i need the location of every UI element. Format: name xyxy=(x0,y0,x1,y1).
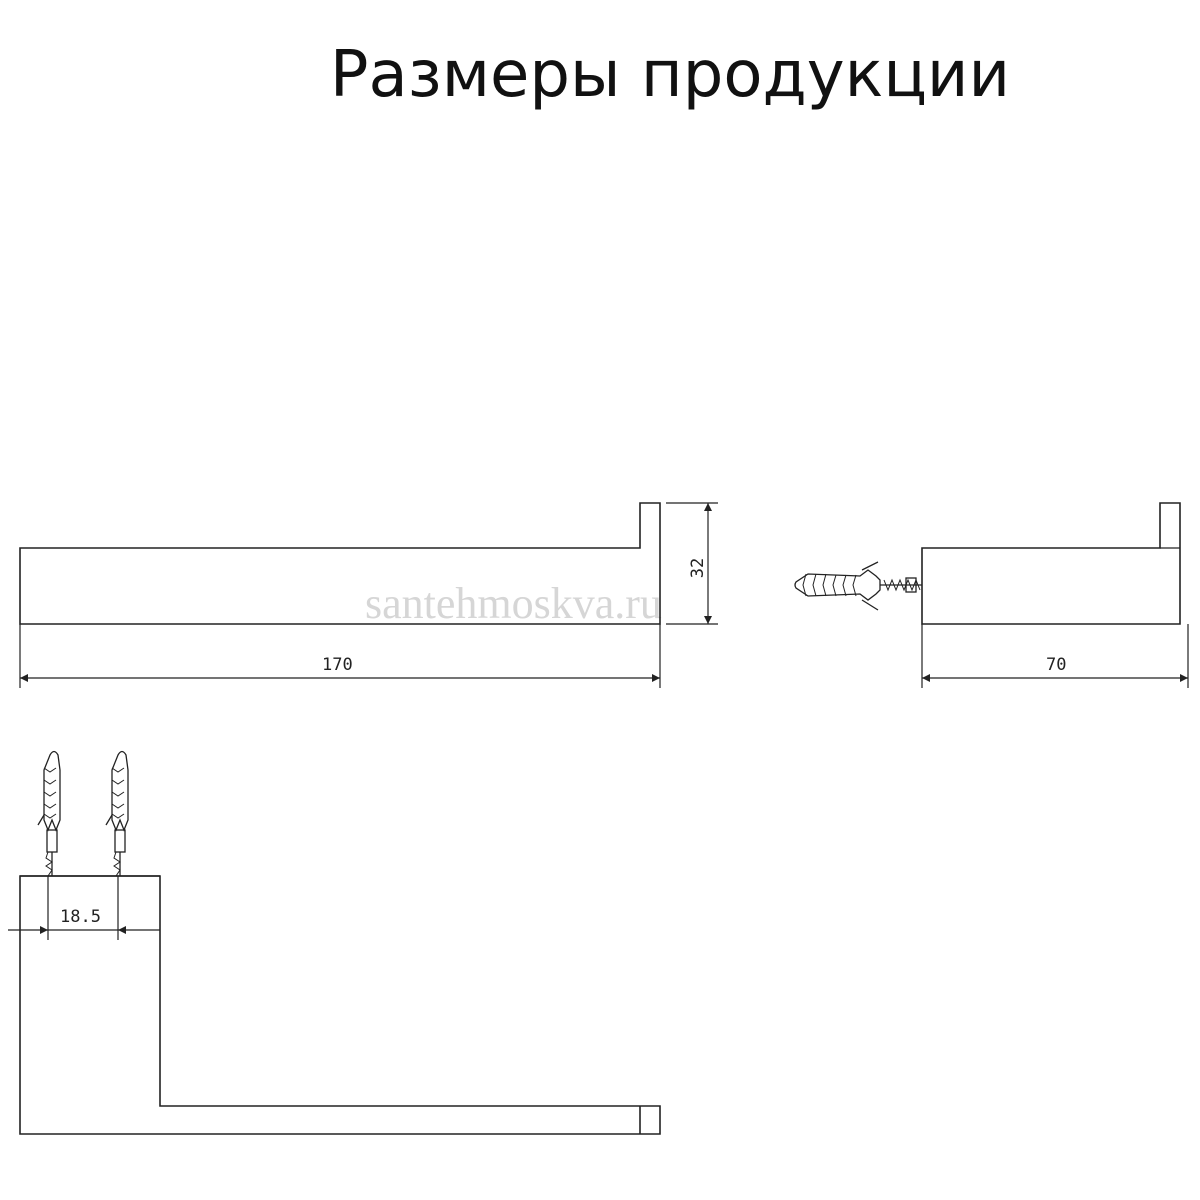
front-view xyxy=(19,502,718,688)
plan-view xyxy=(20,832,640,876)
l-bracket-top xyxy=(20,832,640,876)
side-view xyxy=(921,502,1189,688)
bottom-plan xyxy=(19,875,661,1135)
hole-spacing-dimension xyxy=(8,876,160,940)
bottom-view xyxy=(20,832,640,876)
depth-dimension-label: 70 xyxy=(1046,655,1066,675)
side-view-outline xyxy=(921,502,1181,625)
wall-plug-right-icon xyxy=(105,750,129,877)
page-title: Размеры продукции xyxy=(329,38,1011,112)
top-view-drawing xyxy=(20,832,640,876)
bottom-view-profile xyxy=(19,875,661,1135)
plan-view-outline xyxy=(20,832,640,876)
length-dimension-label: 170 xyxy=(322,655,353,675)
watermark-text: santehmoskva.ru xyxy=(365,579,662,628)
wall-plug-icon xyxy=(794,561,922,611)
bottom-view-outline xyxy=(20,832,640,876)
bottom-view-shape xyxy=(20,832,640,876)
height-dimension-label: 32 xyxy=(688,558,708,578)
hole-spacing-label: 18.5 xyxy=(60,907,101,927)
wall-plug-left-icon xyxy=(37,750,61,877)
bracket-outline xyxy=(20,832,640,876)
